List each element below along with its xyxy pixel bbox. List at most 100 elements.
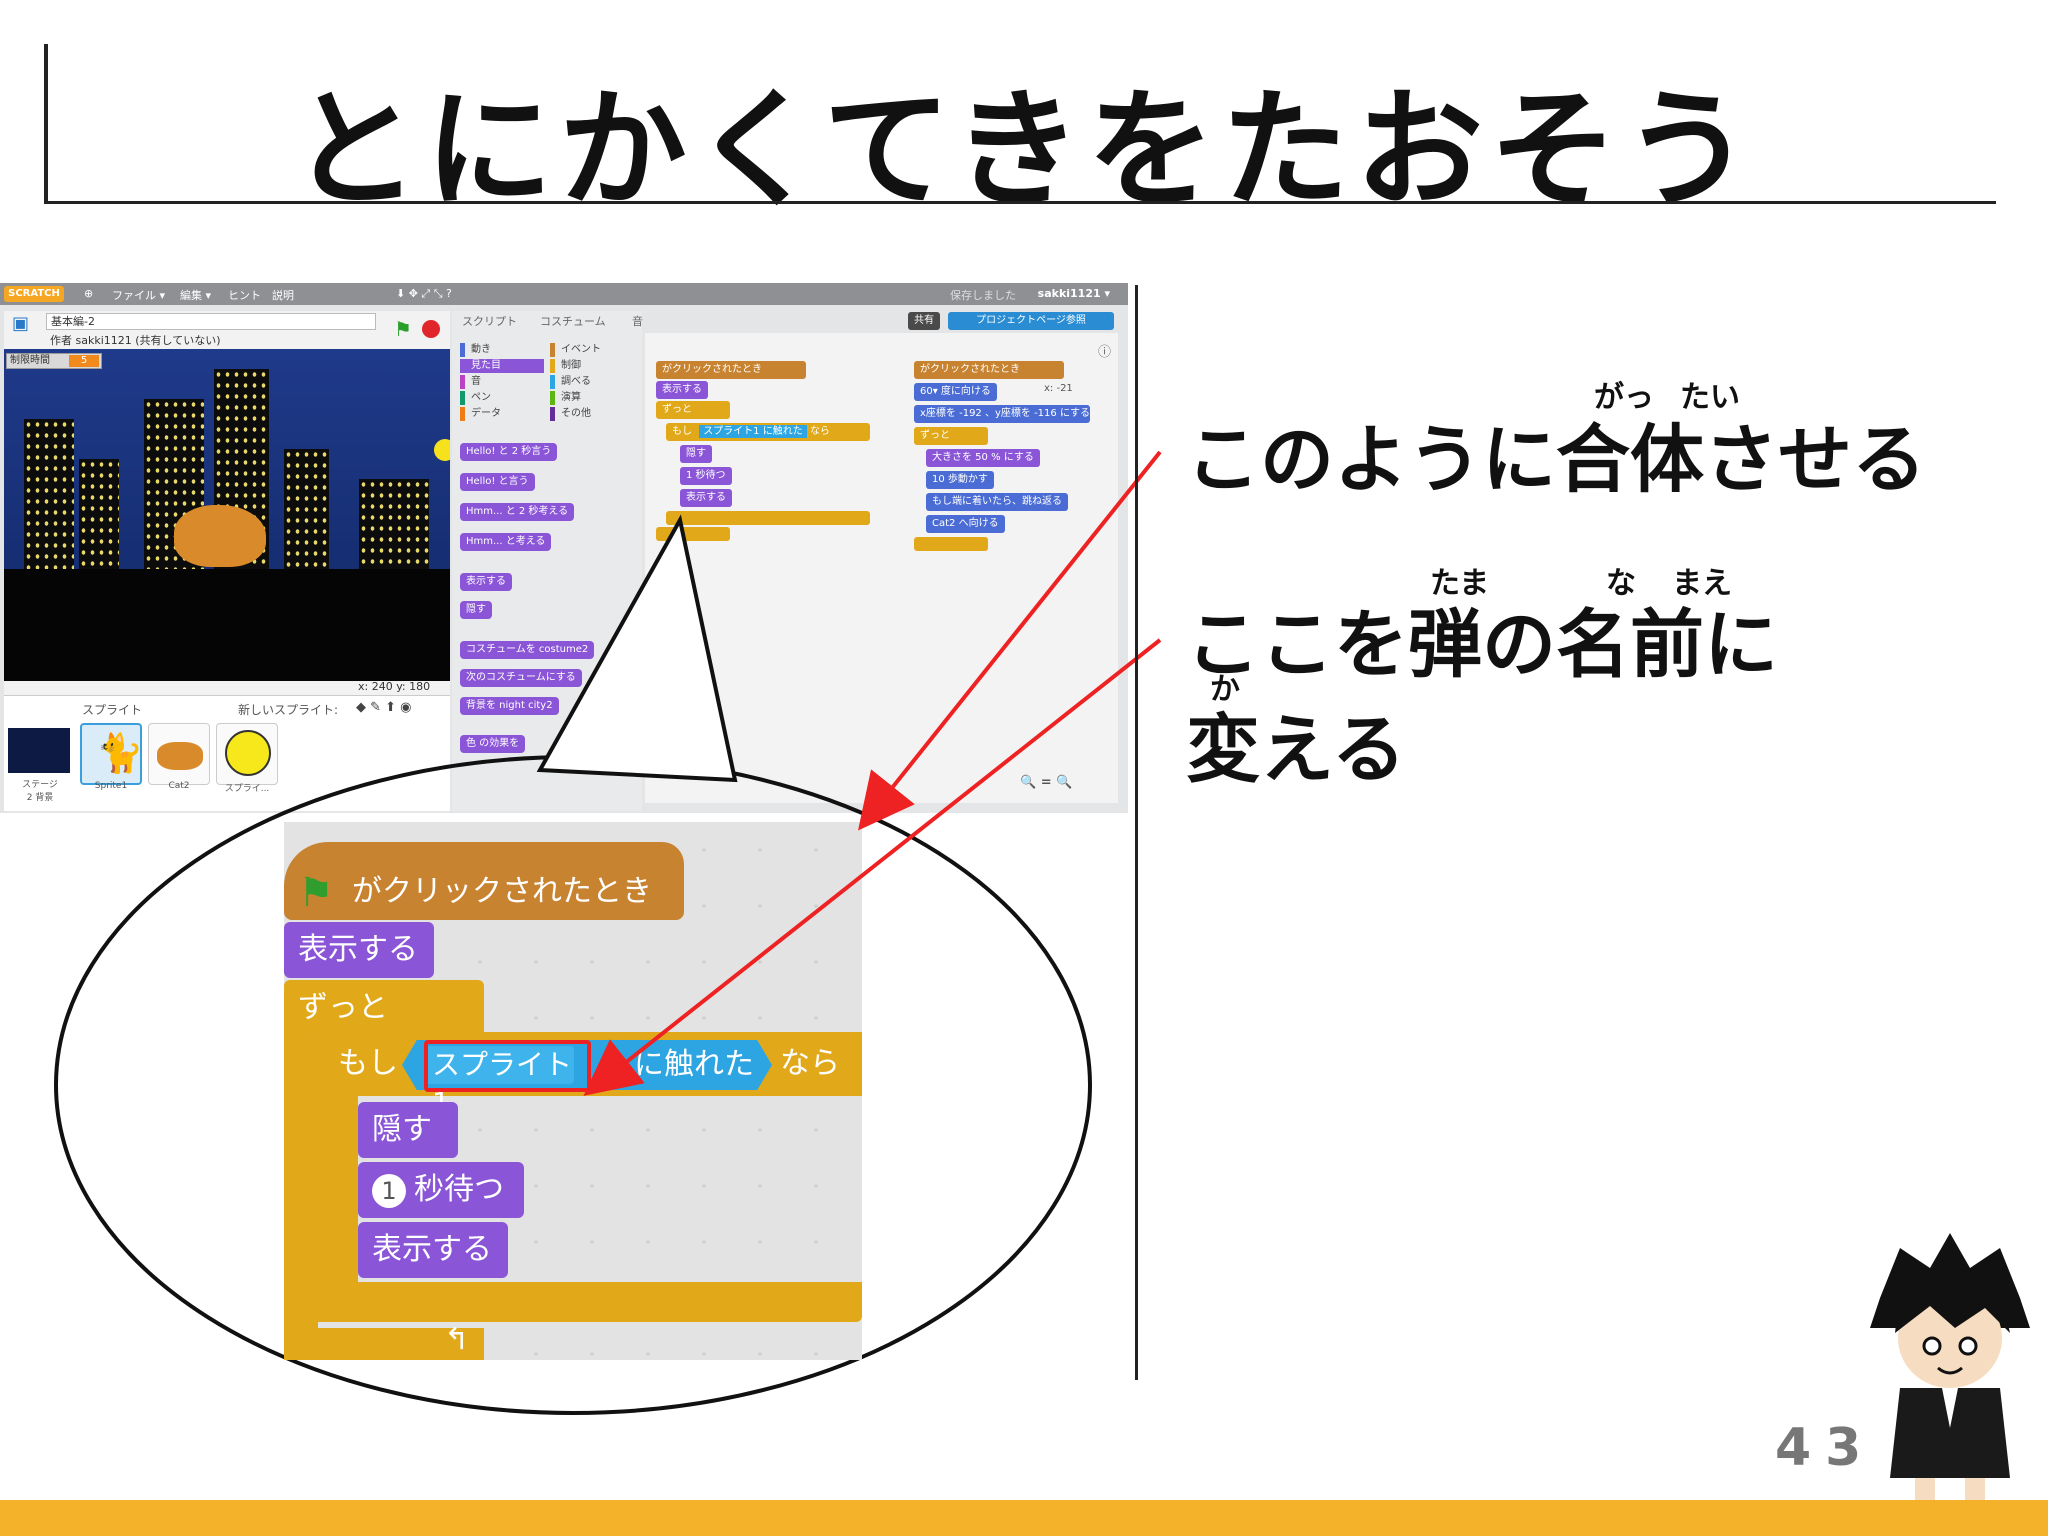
category-events[interactable]: イベント <box>550 343 601 357</box>
wait-block[interactable]: 1 秒待つ <box>680 467 732 485</box>
cat2-icon <box>157 742 203 770</box>
hat-block-flag[interactable]: がクリックされたとき <box>914 361 1064 379</box>
goto-xy-block[interactable]: x座標を -192 、y座標を -116 にする <box>914 405 1090 423</box>
zoom-controls[interactable]: 🔍 = 🔍 <box>1020 775 1073 790</box>
wait-seconds-input[interactable]: 1 <box>372 1173 406 1208</box>
palette-block[interactable]: 隠す <box>460 601 492 619</box>
touching-block[interactable]: スプライト1 に触れた <box>699 425 807 438</box>
stage-canvas[interactable] <box>4 349 450 681</box>
tab-scripts[interactable]: スクリプト <box>462 315 517 328</box>
ruby-ka: か <box>1210 672 1240 707</box>
menu-edit[interactable]: 編集 ▾ <box>180 289 212 302</box>
hat-block-label: がクリックされたとき <box>352 874 652 909</box>
palette-block[interactable]: Hello! と言う <box>460 473 535 491</box>
cat-sprite-on-stage[interactable] <box>174 505 266 567</box>
ball-icon <box>225 730 271 776</box>
palette-block[interactable]: 色 の効果を <box>460 735 526 753</box>
category-more[interactable]: その他 <box>550 407 591 421</box>
if-block-bottom <box>318 1282 862 1322</box>
hat-block-when-flag-clicked[interactable]: ⚑がクリックされたとき <box>284 842 684 920</box>
category-sound[interactable]: 音 <box>460 375 481 389</box>
category-control[interactable]: 制御 <box>550 359 581 373</box>
ruby-na: な <box>1606 566 1636 601</box>
help-icon[interactable]: ⓘ <box>1098 345 1112 360</box>
show-block[interactable]: 表示する <box>680 489 732 507</box>
sprite-thumb-cat2[interactable] <box>148 723 210 785</box>
if-block[interactable]: もし スプライト1 に触れた なら <box>666 423 870 441</box>
hat-block-flag[interactable]: がクリックされたとき <box>656 361 806 379</box>
menu-file[interactable]: ファイル ▾ <box>112 289 166 302</box>
timer-label: 制限時間 <box>10 355 50 366</box>
category-pen[interactable]: ペン <box>460 391 491 405</box>
sprites-header: スプライト <box>82 703 143 717</box>
globe-icon[interactable]: ⊕ <box>84 287 94 300</box>
sprite-xy-readout: x: -21 <box>1044 383 1073 394</box>
callout-rename-line1: ここを弾の名前に <box>1186 602 1778 688</box>
tab-sounds[interactable]: 音 <box>632 315 643 328</box>
forever-block-bottom <box>284 1328 484 1360</box>
category-looks[interactable]: 見た目 <box>460 359 544 373</box>
point-direction-block[interactable]: 60▾ 度に向ける <box>914 383 997 401</box>
sprite-thumb-sprite1[interactable]: 🐈 <box>80 723 143 785</box>
sprite-thumb-ball[interactable] <box>216 723 278 785</box>
stop-icon[interactable] <box>422 320 440 338</box>
title-left-rule <box>44 44 48 204</box>
new-sprite-icons[interactable]: ◆ ✎ ⬆ ◉ <box>356 700 412 715</box>
share-button[interactable]: 共有 <box>908 312 940 330</box>
tool-icons[interactable]: ⬇ ✥ ⤢ ⤡ ? <box>396 287 452 300</box>
palette-block[interactable]: 次のコスチュームにする <box>460 669 582 687</box>
forever-block[interactable]: ずっと <box>914 427 988 445</box>
scratch-logo[interactable]: SCRATCH <box>4 286 64 302</box>
palette-block[interactable]: 背景を night city2 <box>460 697 559 715</box>
moon-sprite <box>434 439 450 461</box>
fullscreen-icon[interactable]: ▣ <box>12 313 30 334</box>
hide-block[interactable]: 隠す <box>358 1102 458 1158</box>
stage-ground <box>4 569 450 681</box>
green-flag-icon[interactable]: ⚑ <box>394 317 412 341</box>
palette-block[interactable]: 表示する <box>460 573 512 591</box>
move-steps-block[interactable]: 10 歩動かす <box>926 471 994 489</box>
category-sensing[interactable]: 調べる <box>550 375 591 389</box>
point-towards-block[interactable]: Cat2 へ向ける <box>926 515 1005 533</box>
if-label: もし <box>672 426 692 437</box>
building <box>284 449 329 569</box>
forever-block[interactable]: ずっと <box>656 401 730 419</box>
forever-block-arm <box>284 1036 318 1336</box>
sprite-thumb-label: Sprite1 <box>94 781 128 791</box>
palette-block[interactable]: Hmm... と 2 秒考える <box>460 503 575 521</box>
timer-value: 5 <box>69 355 99 367</box>
forever-block[interactable]: ずっと <box>284 980 484 1036</box>
then-label: なら <box>780 1046 840 1081</box>
user-menu[interactable]: sakki1121 ▾ <box>1037 287 1110 300</box>
menu-about[interactable]: 説明 <box>272 289 294 302</box>
saved-status: 保存しました <box>950 289 1016 302</box>
category-data[interactable]: データ <box>460 407 501 421</box>
show-block[interactable]: 表示する <box>358 1222 508 1278</box>
callout-rename-line2: 変える <box>1186 707 1406 793</box>
callout-combine: このように合体させる <box>1186 417 1926 503</box>
sprite-thumb-label: Cat2 <box>168 781 190 791</box>
project-title-input[interactable]: 基本編-2 <box>46 313 376 330</box>
category-motion[interactable]: 動き <box>460 343 491 357</box>
stage-thumbnail[interactable] <box>8 728 70 773</box>
palette-block[interactable]: Hmm... と考える <box>460 533 552 551</box>
hide-block[interactable]: 隠す <box>680 445 712 463</box>
if-label: もし <box>338 1046 398 1081</box>
tab-costumes[interactable]: コスチューム <box>540 315 606 328</box>
set-size-block[interactable]: 大きさを 50 % にする <box>926 449 1040 467</box>
palette-block[interactable]: Hello! と 2 秒言う <box>460 443 558 461</box>
show-block[interactable]: 表示する <box>284 922 434 978</box>
divider-line <box>1135 285 1138 1380</box>
menu-tips[interactable]: ヒント <box>228 289 261 302</box>
bounce-block[interactable]: もし端に着いたら、跳ね返る <box>926 493 1068 511</box>
see-project-page-button[interactable]: プロジェクトページ参照 <box>948 312 1114 330</box>
forever-block-end <box>914 537 988 551</box>
guide-character-illustration <box>1870 1233 2030 1510</box>
sprite-dropdown[interactable]: スプライト1 <box>424 1046 574 1119</box>
category-operators[interactable]: 演算 <box>550 391 581 405</box>
show-block[interactable]: 表示する <box>656 381 708 399</box>
palette-block[interactable]: コスチュームを costume2 <box>460 641 595 659</box>
